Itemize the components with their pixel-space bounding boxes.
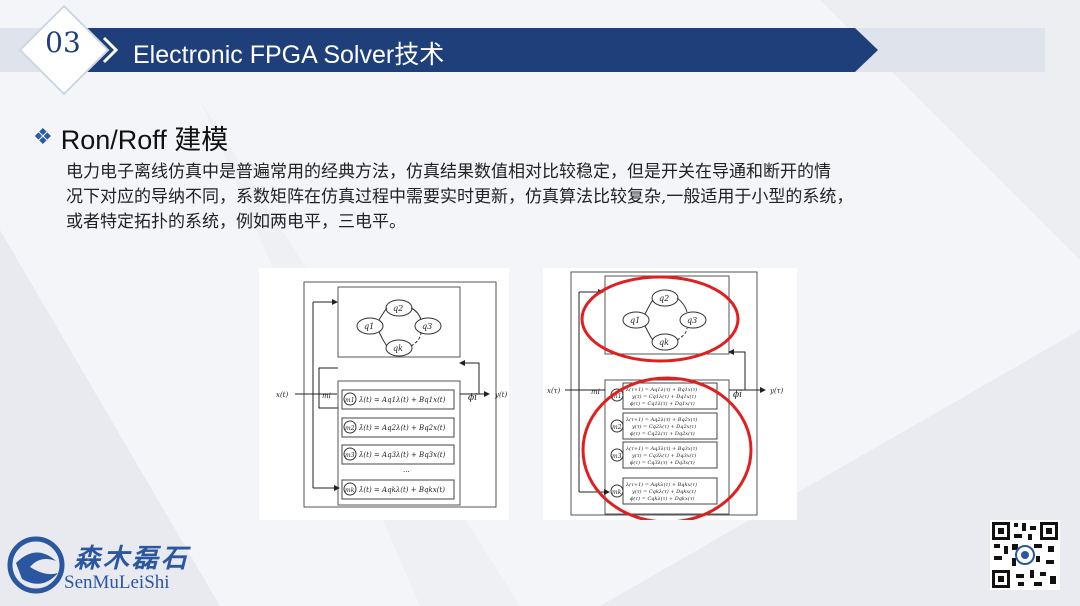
mode-equation: λ̇(t) = Aqkλ(t) + Bqkx(t): [358, 486, 445, 494]
mode-label: mk: [345, 487, 355, 494]
mode-label: m1: [612, 393, 622, 400]
mode-row: mk λ(τ+1) = Aqkλ(τ) + Bqkx(τ) y(τ) = Cqk…: [610, 477, 718, 505]
paragraph-line: 电力电子离线仿真中是普遍常用的经典方法，仿真结果数值相对比较稳定，但是开关在导通…: [66, 162, 831, 182]
mode-row: mk λ̇(t) = Aqkλ(t) + Bqkx(t): [341, 479, 455, 500]
header-banner: [0, 4, 1045, 96]
state-q3: q3: [422, 322, 432, 331]
mode-eq-line: y(τ) = Cqkλ(τ) + Dqkx(τ): [631, 488, 696, 495]
figure-continuous-model: q2 q1 q3 qk m1 λ̇(t) = Aq1λ(t) + Bq1x(t)…: [259, 268, 509, 520]
input-label: x(t): [276, 391, 288, 399]
mode-label: m3: [612, 453, 622, 460]
state-q1: q1: [630, 316, 640, 325]
mode-row: m3 λ̇(t) = Aq3λ(t) + Bq3x(t): [341, 444, 455, 465]
section-heading: ❖ Ron/Roff 建模: [33, 118, 228, 157]
mode-row: m2 λ̇(t) = Aq2λ(t) + Bq2x(t): [341, 417, 455, 438]
selector-label: mi: [322, 392, 331, 400]
slide-title: Electronic FPGA Solver技术: [133, 41, 445, 69]
mode-eq-line: ϕ(τ) = Cqkλ(τ) + Dqkx(τ): [630, 495, 694, 502]
mode-eq-line: ϕ(τ) = Cq2λ(τ) + Dq2x(τ): [630, 430, 695, 437]
output-label: y(τ): [769, 387, 784, 395]
highlight-circle-modes: [581, 376, 753, 520]
state-qk: qk: [659, 338, 669, 347]
mode-eq-line: λ(τ+1) = Aq3λ(τ) + Bq3x(τ): [625, 445, 697, 452]
mode-eq-line: ϕ(τ) = Cq1λ(τ) + Dq1x(τ): [630, 400, 695, 407]
mode-eq-line: y(τ) = Cq1λ(τ) + Dq1x(τ): [631, 393, 696, 400]
description-paragraph: 电力电子离线仿真中是普遍常用的经典方法，仿真结果数值相对比较稳定，但是开关在导通…: [66, 160, 996, 235]
section-number: 03: [45, 26, 81, 59]
logo-english-name: SenMuLeiShi: [64, 572, 170, 593]
ellipsis: ...: [403, 466, 410, 474]
company-logo-icon: [7, 536, 65, 594]
state-qk: qk: [393, 344, 403, 353]
state-q2: q2: [659, 294, 669, 303]
mode-equation: λ̇(t) = Aq2λ(t) + Bq2x(t): [358, 424, 446, 432]
mode-row: m2 λ(τ+1) = Aq2λ(τ) + Bq2x(τ) y(τ) = Cq2…: [610, 412, 718, 440]
mode-row: m1 λ̇(t) = Aq1λ(t) + Bq1x(t): [341, 389, 455, 410]
paragraph-line: 况下对应的导纳不同，系数矩阵在仿真过程中需要实时更新，仿真算法比较复杂,一般适用…: [66, 187, 854, 207]
mode-label: m3: [345, 452, 355, 459]
output-label: y(t): [494, 391, 507, 399]
state-q3: q3: [687, 316, 697, 325]
mode-row: m1 λ(τ+1) = Aq1λ(τ) + Bq1x(τ) y(τ) = Cq1…: [610, 382, 718, 410]
feedback-label: ϕi: [733, 390, 742, 400]
mode-equation: λ̇(t) = Aq3λ(t) + Bq3x(t): [358, 451, 446, 459]
feedback-label: ϕi: [468, 393, 477, 403]
mode-eq-line: y(τ) = Cq2λ(τ) + Dq2x(τ): [631, 423, 696, 430]
mode-label: m2: [345, 425, 355, 432]
selector-label: mi: [591, 388, 600, 396]
diamond-bullet-icon: ❖: [33, 125, 53, 150]
input-label: x(τ): [547, 387, 561, 395]
heading-text: Ron/Roff 建模: [60, 125, 229, 155]
mode-label: m2: [612, 424, 622, 431]
mode-eq-line: y(τ) = Cq3λ(τ) + Dq3x(τ): [631, 452, 696, 459]
mode-label: m1: [345, 397, 355, 404]
mode-eq-line: λ(τ+1) = Aq2λ(τ) + Bq2x(τ): [625, 416, 697, 423]
mode-eq-line: ϕ(τ) = Cq3λ(τ) + Dq3x(τ): [630, 459, 695, 466]
mode-eq-line: λ(τ+1) = Aqkλ(τ) + Bqkx(τ): [625, 481, 697, 488]
state-q1: q1: [364, 322, 374, 331]
mode-label: mk: [612, 489, 622, 496]
logo-chinese-name: 森木磊石: [74, 544, 191, 574]
mode-equation: λ̇(t) = Aq1λ(t) + Bq1x(t): [358, 396, 446, 404]
mode-row: m3 λ(τ+1) = Aq3λ(τ) + Bq3x(τ) y(τ) = Cq3…: [610, 441, 718, 469]
mode-eq-line: λ(τ+1) = Aq1λ(τ) + Bq1x(τ): [625, 386, 697, 393]
qr-code-icon: [990, 520, 1060, 590]
highlight-circle-state-machine: [580, 275, 740, 363]
figure-discrete-model: q2 q1 q3 qk m1 λ(τ+1) = Aq1λ(τ) + Bq1x(τ…: [543, 268, 797, 520]
paragraph-line: 或者特定拓扑的系统，例如两电平，三电平。: [66, 212, 406, 232]
state-q2: q2: [393, 304, 403, 313]
